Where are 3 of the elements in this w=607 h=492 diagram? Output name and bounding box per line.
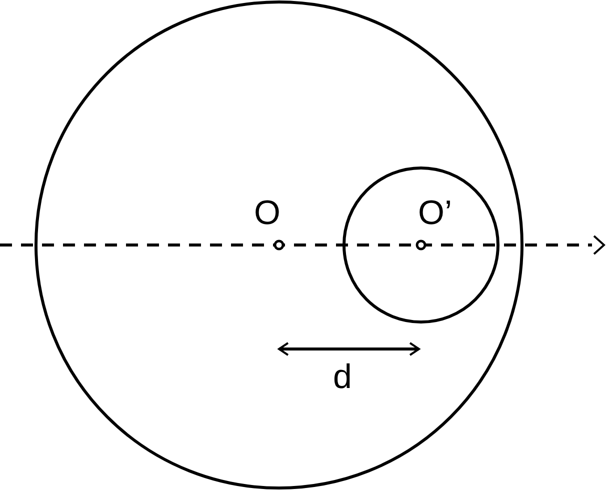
point-label: O: [254, 196, 280, 230]
point-label: O’: [418, 196, 452, 230]
dimension-label: d: [333, 360, 352, 394]
